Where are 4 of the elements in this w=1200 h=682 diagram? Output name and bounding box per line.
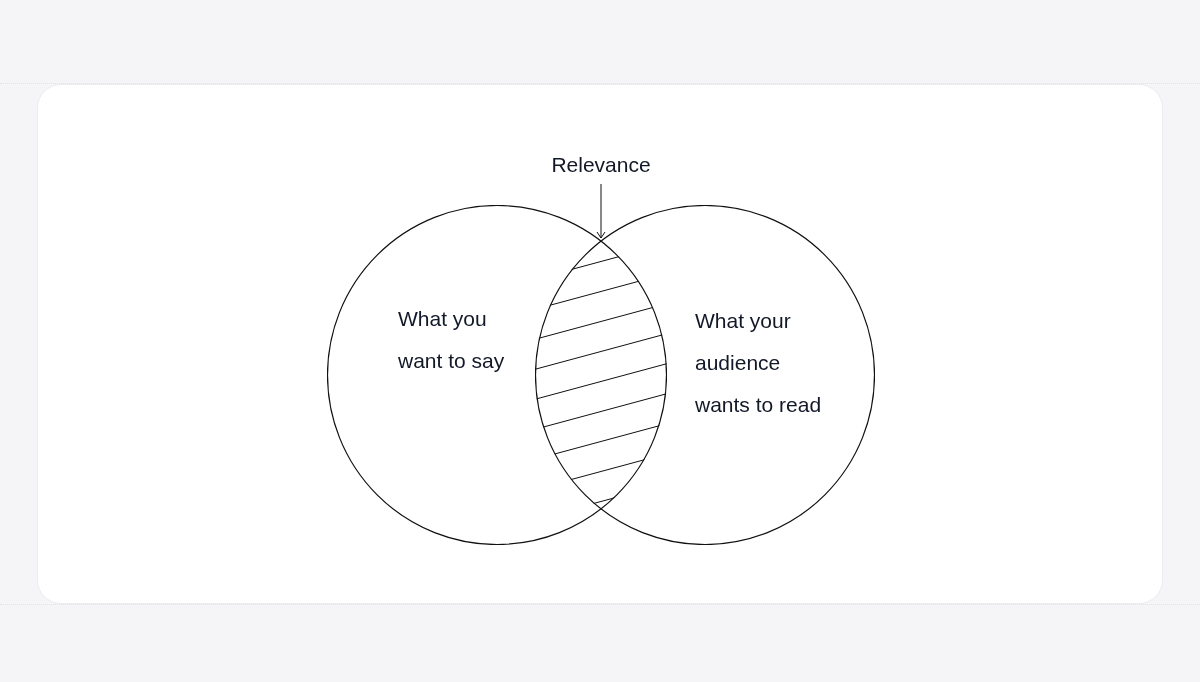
- circle-label: What your audience wants to read: [695, 308, 823, 418]
- relevance-label: Relevance: [551, 152, 651, 178]
- arrow: [596, 183, 606, 239]
- circle-label: What you want to say: [398, 306, 506, 374]
